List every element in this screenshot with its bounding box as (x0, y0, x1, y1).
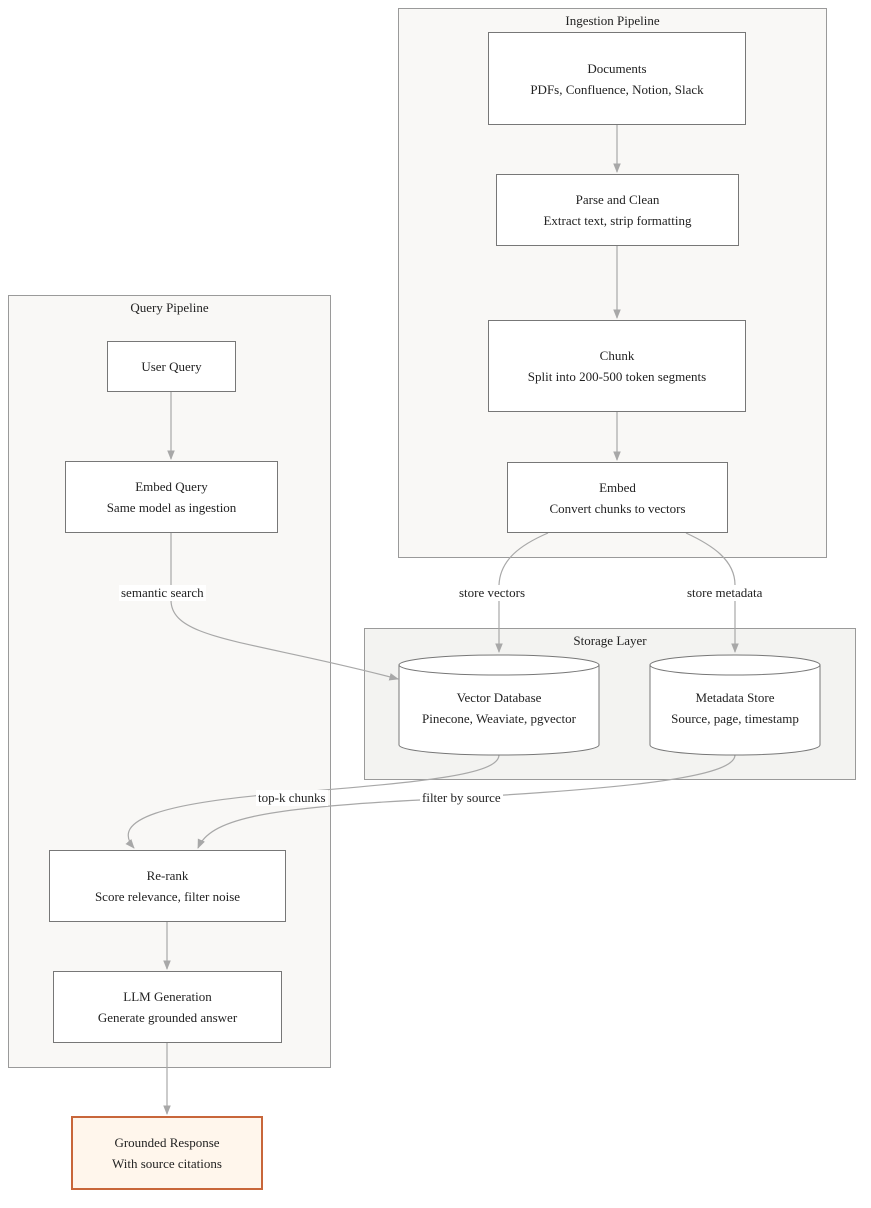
rerank-node: Re-rank Score relevance, filter noise (49, 850, 286, 922)
metadata-store-cylinder (649, 654, 821, 756)
edge-label-semantic-search: semantic search (119, 585, 206, 601)
documents-subtitle: PDFs, Confluence, Notion, Slack (530, 81, 704, 97)
chunk-title: Chunk (599, 348, 635, 363)
embed-node: Embed Convert chunks to vectors (507, 462, 728, 533)
parse-clean-subtitle: Extract text, strip formatting (543, 213, 692, 228)
edge-embed-metadata (685, 532, 739, 653)
rerank-subtitle: Score relevance, filter noise (94, 889, 241, 904)
edge-label-store-metadata: store metadata (685, 585, 765, 601)
vector-database-node: Vector Database Pinecone, Weaviate, pgve… (399, 680, 599, 736)
documents-node: Documents PDFs, Confluence, Notion, Slac… (488, 32, 746, 125)
embed-title: Embed (599, 479, 636, 495)
user-query-node: User Query (107, 341, 236, 392)
chunk-subtitle: Split into 200-500 token segments (527, 369, 707, 384)
metadata-store-subtitle: Source, page, timestamp (671, 711, 799, 726)
edge-label-store-vectors: store vectors (457, 585, 528, 601)
metadata-store-node: Metadata Store Source, page, timestamp (650, 680, 820, 736)
query-pipeline-cluster: Query Pipeline (8, 295, 331, 1068)
edge-embed-vectordb (495, 532, 549, 653)
query-pipeline-title: Query Pipeline (130, 300, 209, 315)
chunk-node: Chunk Split into 200-500 token segments (488, 320, 746, 412)
llm-generation-subtitle: Generate grounded answer (97, 1010, 238, 1025)
embed-query-node: Embed Query Same model as ingestion (65, 461, 278, 533)
vector-database-subtitle: Pinecone, Weaviate, pgvector (422, 711, 576, 726)
metadata-store-title: Metadata Store (695, 690, 775, 705)
grounded-response-title: Grounded Response (114, 1135, 220, 1150)
parse-clean-title: Parse and Clean (575, 192, 660, 207)
grounded-response-node: Grounded Response With source citations (71, 1116, 263, 1190)
llm-generation-title: LLM Generation (123, 989, 212, 1004)
edge-label-top-k-chunks: top-k chunks (256, 790, 328, 806)
grounded-response-subtitle: With source citations (112, 1156, 222, 1171)
ingestion-pipeline-title: Ingestion Pipeline (565, 13, 660, 28)
edge-embedquery-vectordb (170, 533, 399, 681)
vector-database-title: Vector Database (456, 690, 542, 705)
user-query-title: User Query (141, 359, 202, 374)
embed-query-title: Embed Query (135, 479, 208, 494)
embed-subtitle: Convert chunks to vectors (549, 500, 686, 516)
storage-layer-title: Storage Layer (573, 633, 647, 648)
vector-database-cylinder (398, 654, 600, 756)
documents-title: Documents (587, 60, 647, 76)
parse-clean-node: Parse and Clean Extract text, strip form… (496, 174, 739, 246)
llm-generation-node: LLM Generation Generate grounded answer (53, 971, 282, 1043)
rerank-title: Re-rank (146, 868, 189, 883)
edge-label-filter-by-source: filter by source (420, 790, 503, 806)
embed-query-subtitle: Same model as ingestion (106, 500, 237, 515)
